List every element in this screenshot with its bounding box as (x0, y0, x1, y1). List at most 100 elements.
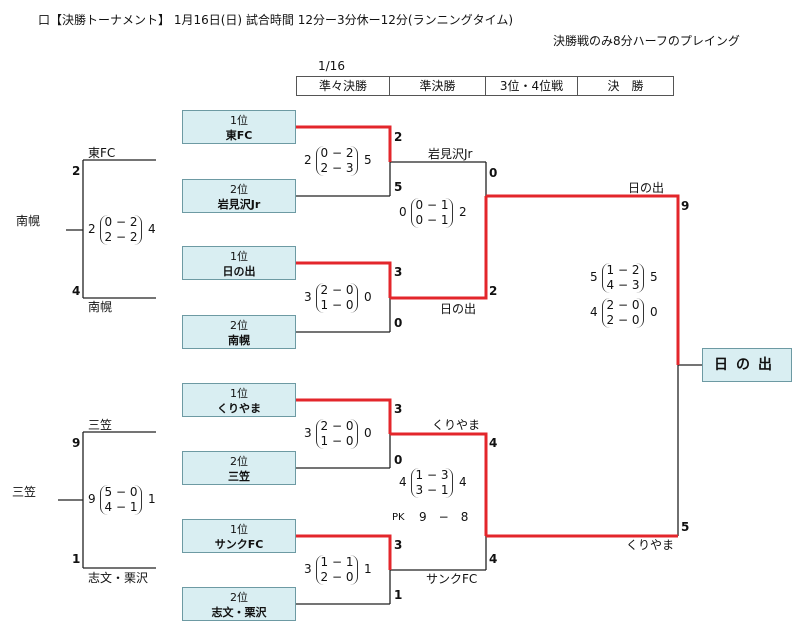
seed-team: 三笠 (228, 470, 250, 483)
final-team-a: 日の出 (628, 181, 665, 195)
left-bottom-first-team: 三笠 (88, 418, 113, 432)
half1: 1 − 2 (606, 263, 640, 277)
half1: 2 − 0 (320, 419, 354, 433)
left-top-team: 南幌 (16, 214, 41, 228)
left-top-second-team: 南幌 (88, 300, 113, 314)
sf2-team-b: サンクFC (426, 572, 478, 586)
sf2-score-a: 4 (489, 436, 498, 450)
half-scores: 2 − 0 1 − 0 (316, 419, 358, 449)
left-top-first-score: 2 (72, 164, 81, 178)
sf1-score-a: 0 (489, 166, 498, 180)
seed-rank: 2位 (230, 319, 248, 332)
pk-score: 3 (304, 426, 312, 440)
round-fraction: 1/16 (318, 59, 345, 73)
left-bottom-team: 三笠 (12, 485, 37, 499)
total-score: 5 (364, 153, 372, 167)
half2: 3 − 1 (415, 483, 449, 497)
pk-score: 4 (590, 305, 598, 319)
half-scores: 2 − 0 2 − 0 (602, 298, 644, 328)
seed-box: 1位 東FC (182, 110, 296, 144)
qf1-score-b: 5 (394, 180, 403, 194)
half2: 0 − 1 (415, 213, 449, 227)
seed-team: くりやま (217, 402, 261, 415)
total-score: 4 (459, 475, 467, 489)
sf2-score-b: 4 (489, 552, 498, 566)
qf2-score-a: 3 (394, 265, 403, 279)
total-score: 2 (459, 205, 467, 219)
seed-box: 1位 サンクFC (182, 519, 296, 553)
final-team-b: くりやま (626, 538, 675, 552)
pk-score: 5 (590, 270, 598, 284)
total-score: 4 (148, 222, 156, 236)
half2: 2 − 2 (104, 230, 138, 244)
half1: 0 − 2 (320, 146, 354, 160)
seed-box: 1位 日の出 (182, 246, 296, 280)
seed-rank: 2位 (230, 183, 248, 196)
sf1-team-a: 岩見沢Jr (428, 147, 473, 161)
seed-box: 2位 三笠 (182, 451, 296, 485)
half1: 1 − 1 (320, 555, 354, 569)
seed-team: 南幌 (228, 334, 250, 347)
qf3-score-a: 3 (394, 402, 403, 416)
round-header-final: 決 勝 (577, 76, 674, 96)
qf4-score-b: 1 (394, 588, 403, 602)
pk-score: 4 (399, 475, 407, 489)
half1: 2 − 0 (606, 298, 640, 312)
half-scores: 1 − 1 2 − 0 (316, 555, 358, 585)
half-scores: 1 − 3 3 − 1 (411, 468, 453, 498)
final-score-b: 5 (681, 520, 690, 534)
sf2-pk-label: PK (392, 512, 405, 523)
half1: 0 − 1 (415, 198, 449, 212)
seed-box: 2位 岩見沢Jr (182, 179, 296, 213)
pk-score: 3 (304, 562, 312, 576)
round-header-qf: 準々決勝 (296, 76, 390, 96)
half2: 4 − 1 (104, 500, 138, 514)
qf1-score-a: 2 (394, 130, 403, 144)
qf2-score-b: 0 (394, 316, 403, 330)
tournament-title: 口【決勝トーナメント】 1月16日(日) 試合時間 12分ー3分休ー12分(ラン… (38, 13, 514, 27)
half1: 2 − 0 (320, 283, 354, 297)
half2: 4 − 3 (606, 278, 640, 292)
qf4-score-a: 3 (394, 538, 403, 552)
left-bottom-second-score: 1 (72, 552, 81, 566)
half1: 1 − 3 (415, 468, 449, 482)
half1: 5 − 0 (104, 485, 138, 499)
pk-score: 9 (88, 492, 96, 506)
sf1-score-b: 2 (489, 284, 498, 298)
seed-team: 日の出 (222, 265, 256, 278)
total-score: 5 (650, 270, 658, 284)
half-scores: 5 − 0 4 − 1 (100, 485, 142, 515)
round-header-sf: 準決勝 (389, 76, 486, 96)
half2: 1 − 0 (320, 298, 354, 312)
sf2-pk-result: 9 − 8 (419, 510, 469, 524)
seed-team: 志文・栗沢 (211, 606, 267, 619)
sf1-team-b: 日の出 (440, 302, 477, 316)
half-scores: 0 − 1 0 − 1 (411, 198, 453, 228)
tournament-note: 決勝戦のみ8分ハーフのプレイング (553, 34, 740, 48)
left-bottom-first-score: 9 (72, 436, 81, 450)
left-bottom-second-team: 志文・栗沢 (88, 571, 149, 585)
total-score: 0 (364, 290, 372, 304)
half2: 2 − 0 (320, 570, 354, 584)
half1: 0 − 2 (104, 215, 138, 229)
seed-rank: 2位 (230, 591, 248, 604)
pk-score: 3 (304, 290, 312, 304)
half-scores: 0 − 2 2 − 3 (316, 146, 358, 176)
seed-box: 2位 志文・栗沢 (182, 587, 296, 621)
final-score-a: 9 (681, 199, 690, 213)
round-header-third: 3位・4位戦 (485, 76, 578, 96)
seed-rank: 1位 (230, 114, 248, 127)
left-top-first-team: 東FC (88, 146, 116, 160)
seed-team: サンクFC (214, 538, 264, 551)
left-top-second-score: 4 (72, 284, 81, 298)
pk-score: 2 (88, 222, 96, 236)
seed-rank: 1位 (230, 250, 248, 263)
total-score: 0 (650, 305, 658, 319)
seed-team: 東FC (225, 129, 253, 142)
half-scores: 1 − 2 4 − 3 (602, 263, 644, 293)
seed-rank: 1位 (230, 387, 248, 400)
seed-box: 1位 くりやま (182, 383, 296, 417)
seed-rank: 2位 (230, 455, 248, 468)
sf2-team-a: くりやま (432, 418, 481, 432)
